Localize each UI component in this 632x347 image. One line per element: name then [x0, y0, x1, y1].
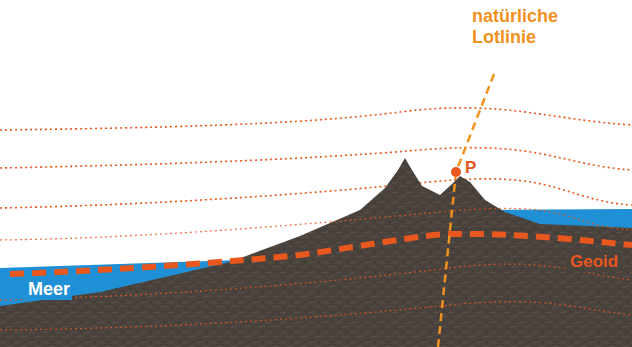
equipotential-lines — [0, 108, 632, 208]
equipotential-line — [0, 264, 632, 300]
geoid-label: Geoid — [568, 252, 620, 272]
sea-label: Meer — [26, 279, 72, 300]
equipotential-line — [0, 148, 632, 170]
geoid-line — [10, 234, 632, 274]
point-label: P — [463, 158, 478, 178]
plumb-line-label: natürliche Lotlinie — [472, 6, 592, 47]
point-p — [451, 167, 461, 177]
equipotential-line — [0, 108, 632, 130]
equipotential-lines-inside — [0, 208, 632, 330]
plumb-line — [438, 74, 494, 347]
equipotential-line — [0, 302, 632, 330]
terrain — [0, 158, 632, 347]
equipotential-line — [0, 179, 632, 208]
